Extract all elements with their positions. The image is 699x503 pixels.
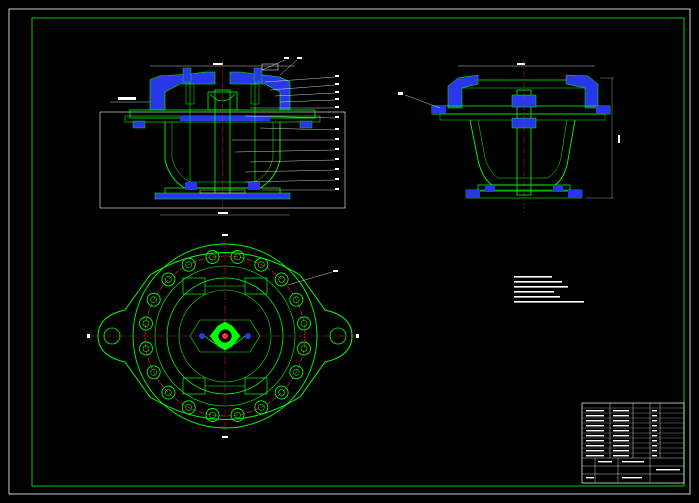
title-block-text-mark [652,435,657,437]
title-block-text-mark [586,415,604,417]
bolt-hole [274,272,289,287]
title-block-text-mark [586,420,604,422]
bolt-hole [297,341,311,356]
bolt-hole-inner [300,345,308,352]
drawing-frame [8,8,691,495]
title-block-text-mark [613,440,629,442]
bolt-hole-inner [150,296,157,304]
bolt-hole [139,316,153,331]
bolt-hole-inner [142,320,150,327]
title-block-text-mark [652,450,657,452]
title-block-text-mark [613,415,629,417]
title-block-text-mark [613,445,629,447]
bolt-hole-inner [278,389,285,396]
bolt-hole [289,292,304,307]
title-block-text-mark [586,445,604,447]
title-block-text-mark [652,415,657,417]
title-block-text-mark [652,430,657,432]
bolt-hole-inner [300,320,308,327]
bolt-hole [254,257,269,272]
title-block-text-mark [586,430,604,432]
title-block-text-mark [622,477,642,479]
bolt-hole-inner [257,261,265,269]
bolt-hole-inner [185,261,192,269]
bolt-hole-inner [257,403,265,411]
side-section-view [398,60,620,212]
bolt-hole [297,316,311,331]
title-block-text-mark [613,410,629,412]
bolt-hole [230,250,245,264]
title-block-text-mark [613,430,629,432]
title-block-text-mark [652,410,657,412]
title-block-text-mark [652,445,657,447]
bolt-hole [274,385,289,400]
title-block [581,402,685,484]
bolt-hole [161,385,176,400]
bolt-hole [146,292,161,307]
bolt-hole [139,341,153,356]
bolt-hole [289,365,304,380]
center-hub [199,321,251,351]
title-block-text-mark [586,450,604,452]
bolt-hole-inner [165,276,172,283]
bolt-hole-inner [150,368,157,376]
bolt-hole-inner [234,411,241,419]
title-block-text-mark [586,435,604,437]
bolt-hole-inner [209,411,216,419]
front-section-view [99,57,346,216]
title-block-text-mark [598,461,612,463]
title-block-text-mark [652,455,657,457]
bolt-hole-inner [142,345,150,352]
bolt-hole-inner [234,253,241,261]
bolt-hole-inner [292,368,300,376]
bolt-hole [181,400,196,415]
bolt-hole [161,272,176,287]
bolt-hole [205,408,220,422]
technical-notes [514,276,584,303]
title-block-text-mark [652,420,657,422]
bolt-hole [254,400,269,415]
bolt-hole-inner [209,253,216,261]
title-block-text-mark [586,477,594,479]
bolt-circle-group [139,250,311,422]
title-block-text-mark [613,455,629,457]
title-block-text-mark [586,455,604,457]
title-block-text-mark [656,469,680,471]
title-block-text-mark [613,435,629,437]
bolt-hole-inner [278,276,285,283]
title-block-text-mark [586,440,604,442]
bolt-hole-inner [165,389,172,396]
title-block-text-mark [613,450,629,452]
title-block-text-mark [586,425,604,427]
title-block-text-mark [622,461,644,463]
title-block-text-mark [652,425,657,427]
bolt-hole [181,257,196,272]
bolt-hole [230,408,245,422]
title-block-text-mark [613,420,629,422]
title-block-text-mark [586,410,604,412]
bolt-hole [205,250,220,264]
bolt-hole [146,365,161,380]
bolt-hole-inner [292,296,300,304]
title-block-text-mark [613,425,629,427]
plan-view [87,234,360,438]
title-block-text-mark [652,440,657,442]
bolt-hole-inner [185,403,192,411]
